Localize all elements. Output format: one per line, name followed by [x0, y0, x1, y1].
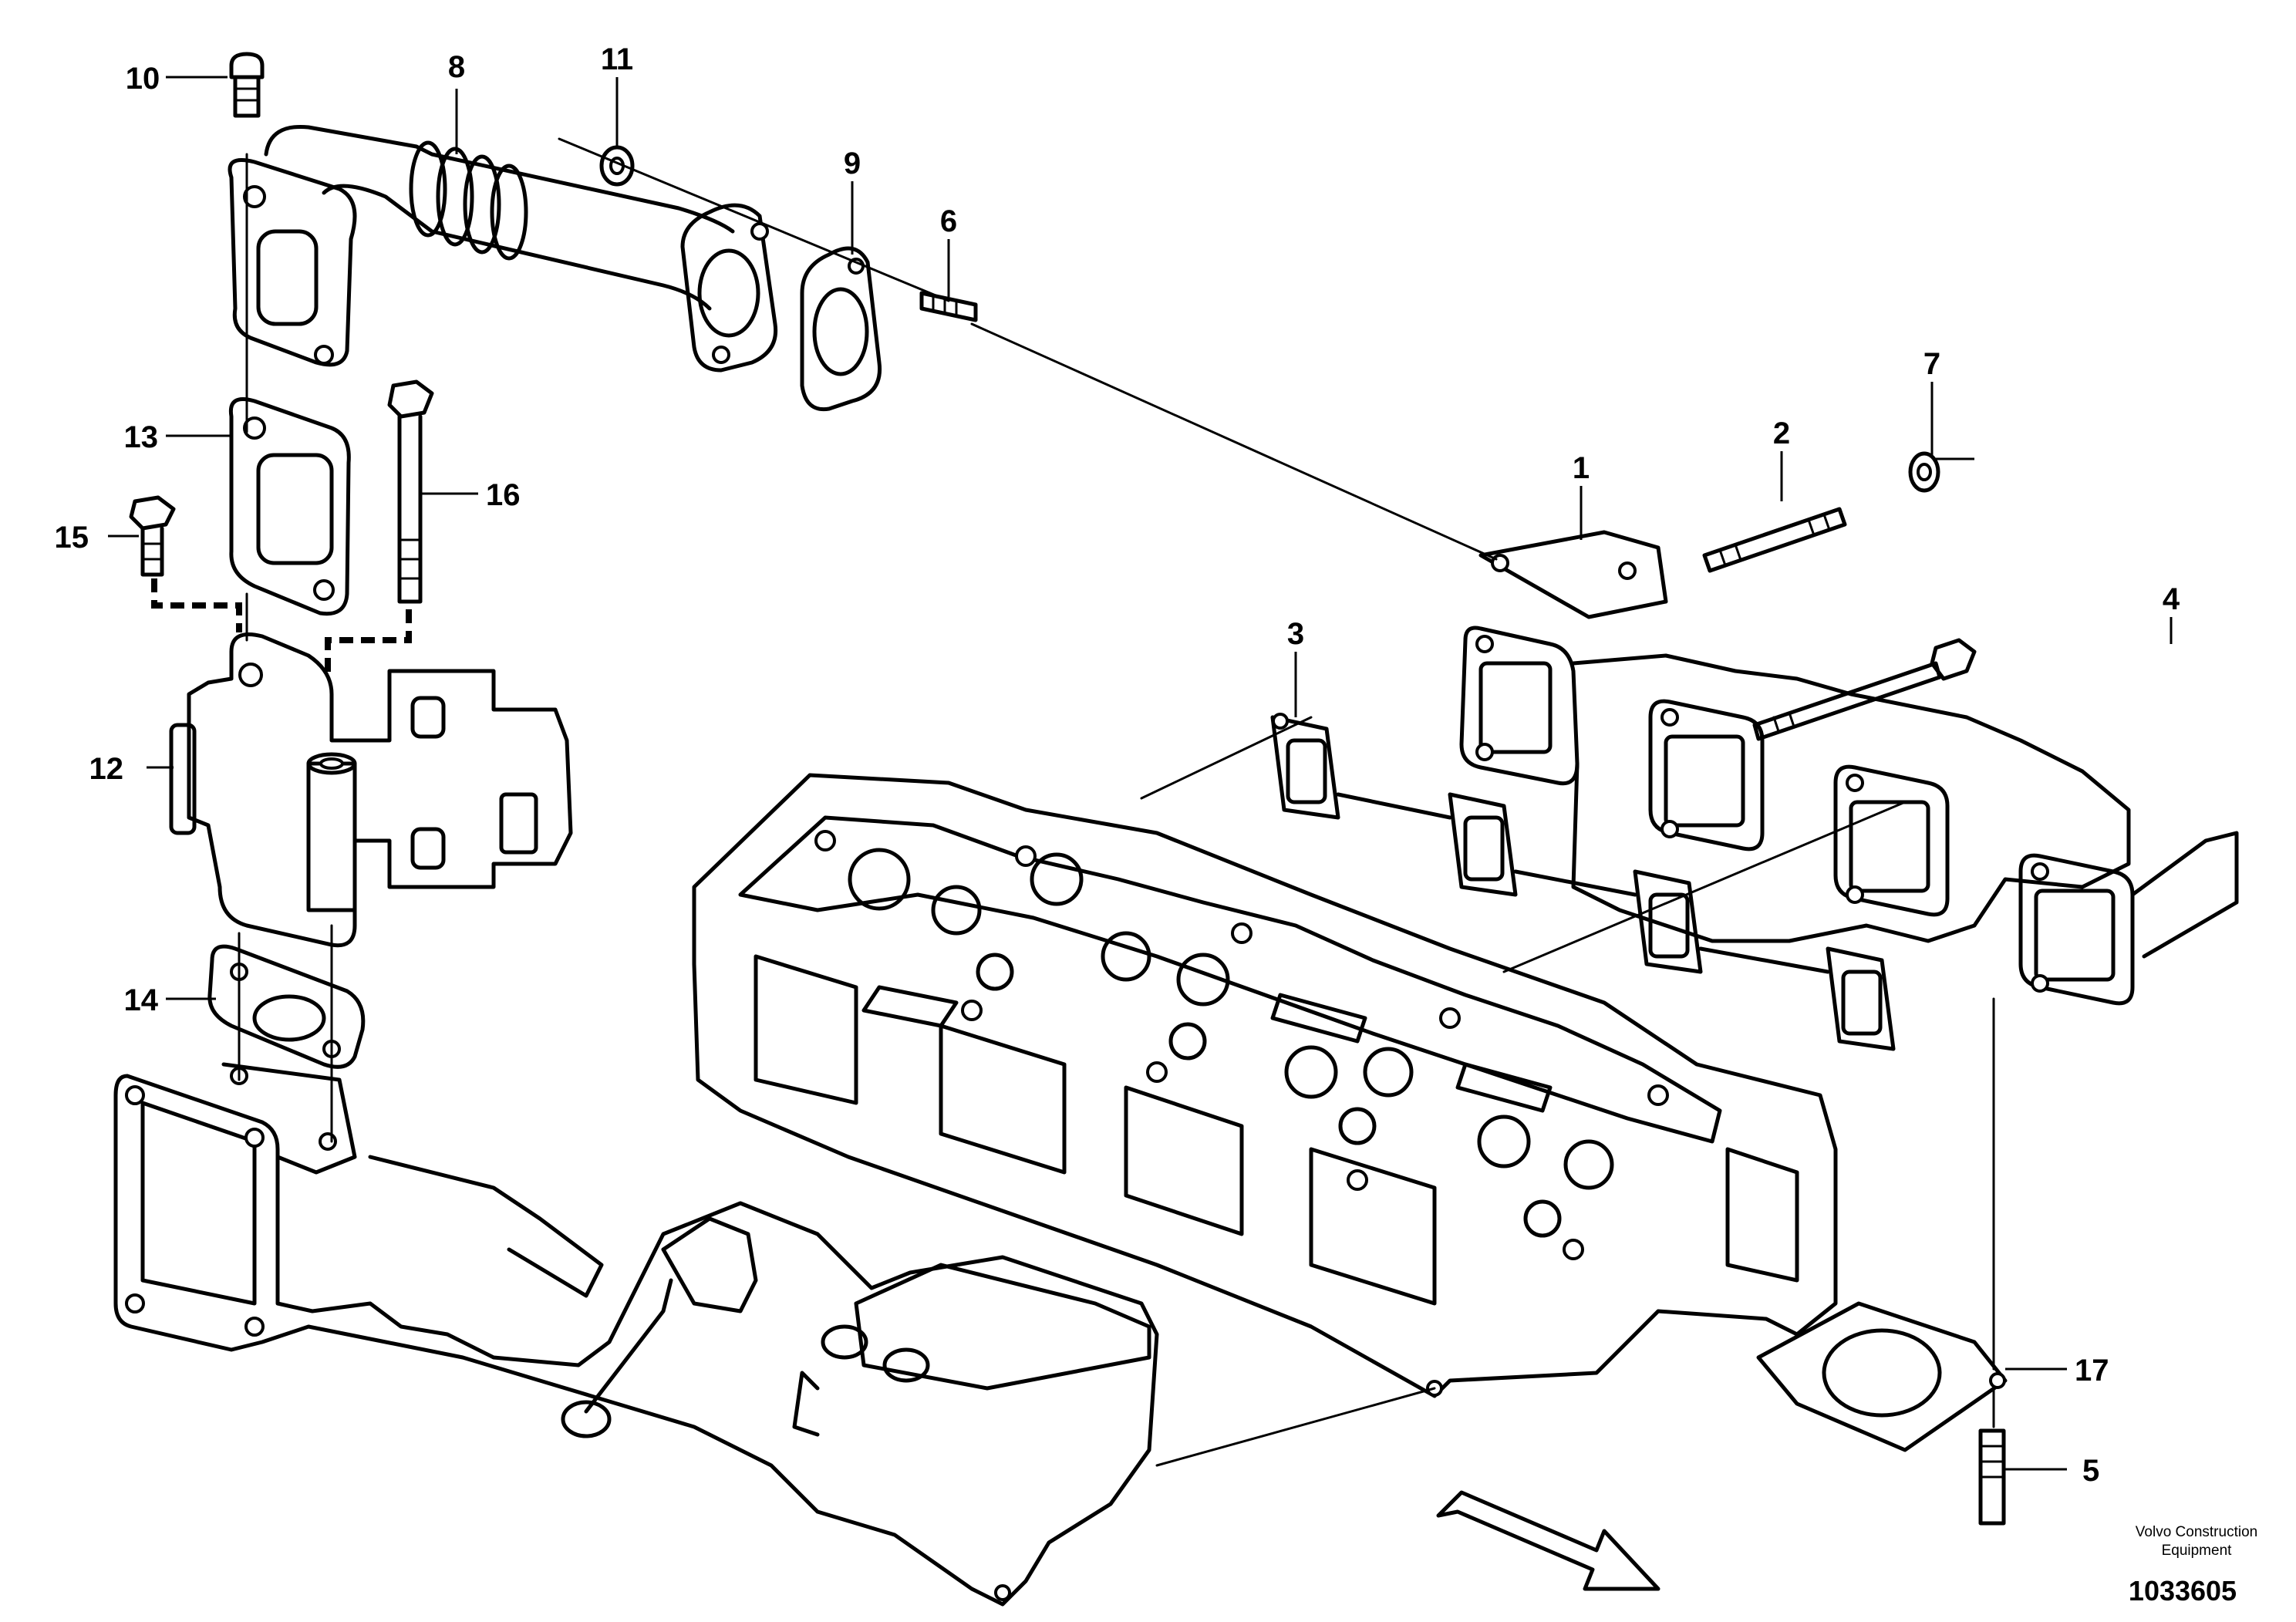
- callout-14: 14: [124, 983, 159, 1017]
- stud-2: [1702, 507, 1847, 573]
- callout-6: 6: [940, 204, 957, 238]
- egr-pipe: [228, 124, 778, 373]
- footer: Volvo Construction Equipment 1033605: [2129, 1524, 2257, 1607]
- brand-line-1: Volvo Construction: [2136, 1524, 2257, 1540]
- valve-gasket-13: [228, 397, 351, 616]
- pipe-gasket: [800, 246, 882, 412]
- bolt-15-path: [151, 578, 242, 632]
- callout-labels: 1 2 3 4 5 6 7 8 9 10 11 12 13 14 15 16 1…: [55, 42, 2180, 1488]
- callout-2: 2: [1773, 416, 1790, 450]
- callout-11: 11: [601, 42, 633, 76]
- callout-17: 17: [2075, 1354, 2109, 1388]
- leader-lines: [108, 76, 2173, 1471]
- callout-9: 9: [844, 147, 861, 180]
- bolt-15: [129, 495, 176, 577]
- exhaust-gaskets: [1270, 713, 1896, 1051]
- bolt-4: [1752, 638, 1977, 741]
- callout-12: 12: [89, 752, 124, 786]
- callout-1: 1: [1573, 451, 1590, 485]
- brand-line-2: Equipment: [2162, 1543, 2233, 1559]
- callout-13: 13: [124, 420, 159, 454]
- turbo-gasket: [1756, 1301, 2008, 1452]
- callout-8: 8: [448, 50, 465, 84]
- egr-valve: [169, 632, 573, 948]
- cylinder-bores: [848, 848, 1614, 1238]
- nut-11: [599, 145, 635, 187]
- bolt-16-path: [325, 609, 412, 679]
- cylinder-head: [692, 773, 1838, 1398]
- callout-15: 15: [55, 521, 89, 555]
- egr-pipe-bellows: [409, 140, 528, 261]
- nut-7: [1908, 451, 1940, 493]
- bolt-10: [229, 52, 265, 118]
- document-number: 1033605: [2129, 1575, 2237, 1607]
- exhaust-manifold: [1459, 530, 2239, 1006]
- stud-5: [1978, 1428, 2006, 1526]
- callout-16: 16: [486, 478, 521, 512]
- head-bolt-holes: [814, 830, 1669, 1397]
- assembly-lines: [238, 137, 1995, 1467]
- callout-10: 10: [126, 62, 160, 96]
- direction-arrow: [1436, 1490, 1660, 1591]
- stud-6: [919, 291, 978, 322]
- callout-3: 3: [1287, 617, 1304, 651]
- bolt-16: [387, 379, 434, 604]
- callout-4: 4: [2163, 582, 2180, 616]
- callout-7: 7: [1923, 347, 1940, 381]
- valve-gasket-14: [207, 944, 366, 1069]
- callout-5: 5: [2082, 1454, 2099, 1488]
- intake-manifold: [113, 1062, 1159, 1607]
